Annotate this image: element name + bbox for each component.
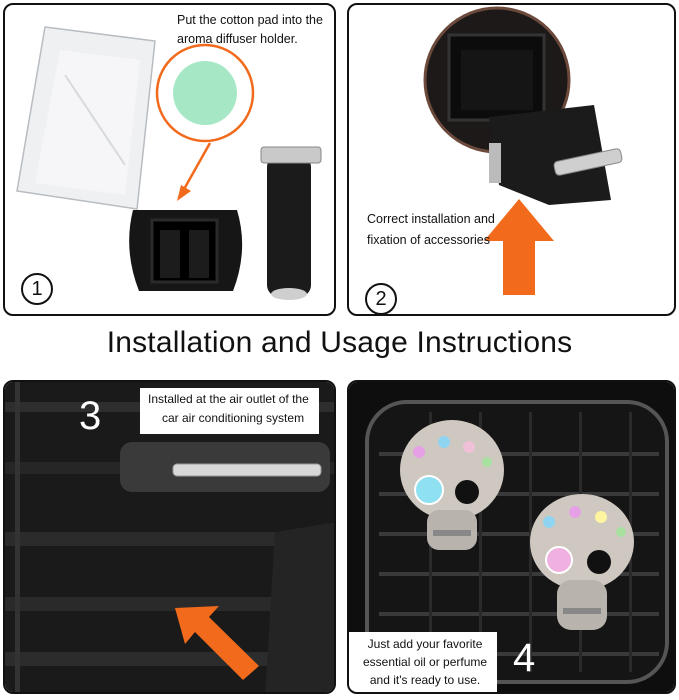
step-4-number: 4: [513, 636, 536, 680]
cotton-pad: [173, 61, 237, 125]
step-4-caption-line3: and it's ready to use.: [369, 673, 481, 687]
step-3-panel: 3 Installed at the air outlet of the car…: [3, 380, 336, 694]
page-title: Installation and Usage Instructions: [106, 326, 573, 359]
step-1-caption-line2: aroma diffuser holder.: [177, 32, 298, 46]
step-1-caption: Put the cotton pad into the aroma diffus…: [177, 11, 323, 49]
step-1-panel: Put the cotton pad into the aroma diffus…: [3, 3, 336, 316]
bag-shine: [35, 50, 140, 195]
step-3-caption-line2: car air conditioning system: [162, 411, 305, 425]
step-3-caption-line1: Installed at the air outlet of the: [148, 392, 309, 406]
step-2-caption-line1: Correct installation and: [367, 212, 495, 226]
step-2-caption-line2: fixation of accessories: [367, 233, 490, 247]
step-4-caption-line2: essential oil or perfume: [363, 655, 488, 669]
arrow-up-left-icon: [175, 606, 259, 680]
vent-clip: [489, 105, 611, 205]
step-3-caption: Installed at the air outlet of the car a…: [140, 388, 319, 434]
vent-clip: [267, 155, 311, 297]
arrow-down-icon: [177, 185, 191, 201]
step-2-number: 2: [365, 283, 397, 314]
step-4-photo: [349, 382, 674, 692]
step-4-caption: Just add your favorite essential oil or …: [349, 632, 498, 692]
step-2-panel: Correct installation and fixation of acc…: [347, 3, 676, 316]
step-4-panel: Just add your favorite essential oil or …: [347, 380, 676, 694]
cotton-pad-highlight-ring: [155, 43, 255, 143]
skull-diffuser-2: [530, 494, 634, 630]
step-4-caption-line1: Just add your favorite: [367, 637, 483, 651]
step-3-number: 3: [79, 394, 102, 438]
skull-diffuser-1: [400, 420, 504, 550]
step-2-illustration: [423, 6, 623, 295]
step-1-caption-line1: Put the cotton pad into the: [177, 13, 323, 27]
step-1-illustration: [16, 26, 322, 300]
step-2-caption: Correct installation and fixation of acc…: [367, 209, 495, 251]
arrow-up-icon: [484, 199, 554, 295]
step-1-number: 1: [21, 273, 53, 305]
